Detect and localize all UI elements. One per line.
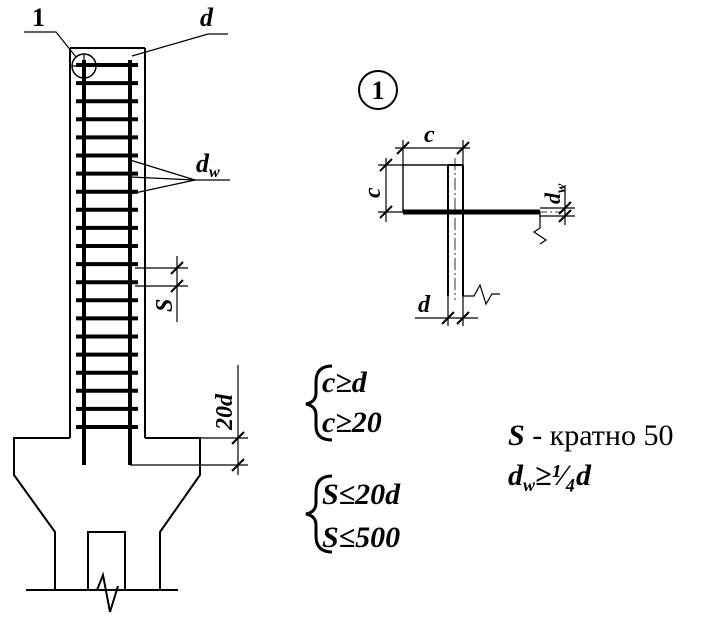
spacing-label: S — [152, 299, 178, 312]
anchorage-dimension — [130, 365, 248, 475]
condition-brace-1 — [305, 364, 333, 442]
detail-d-label: d — [418, 292, 431, 318]
detail-dw-dimension — [540, 185, 575, 225]
detail-c-top-dimension — [395, 140, 470, 212]
condition-1b: c≥20 — [322, 406, 382, 439]
detail-marker — [358, 70, 398, 110]
detail-number: 1 — [372, 76, 385, 105]
stirrup-diameter-label: dw — [196, 149, 220, 181]
callout-number: 1 — [32, 3, 45, 32]
dw-leaders — [129, 159, 230, 195]
condition-2b: S≤500 — [322, 521, 400, 554]
bar-diameter-label: d — [200, 3, 214, 32]
condition-brace-2 — [305, 474, 333, 554]
d-leader — [131, 33, 228, 57]
callout-circle — [24, 31, 97, 79]
stirrups — [76, 63, 138, 429]
footing-outline — [13, 437, 201, 613]
condition-1a: c≥d — [322, 366, 368, 399]
detail-stirrup — [395, 164, 560, 245]
detail-d-dimension — [415, 296, 478, 326]
detail-vertical-bar — [447, 158, 500, 306]
spacing-dimension — [135, 256, 188, 322]
condition-2a: S≤20d — [322, 478, 401, 511]
detail-c-side-label: c — [360, 187, 386, 198]
column-outline — [69, 47, 146, 438]
anchorage-label: 20d — [212, 393, 238, 431]
detail-c-side-dimension — [378, 158, 448, 222]
note-spacing-multiple: S - кратно 50 — [508, 419, 673, 452]
detail-c-top-label: c — [424, 122, 435, 148]
detail-dw-label: dw — [540, 183, 569, 204]
note-stirrup-diameter: dw≥¹⁄₄d — [508, 459, 592, 495]
